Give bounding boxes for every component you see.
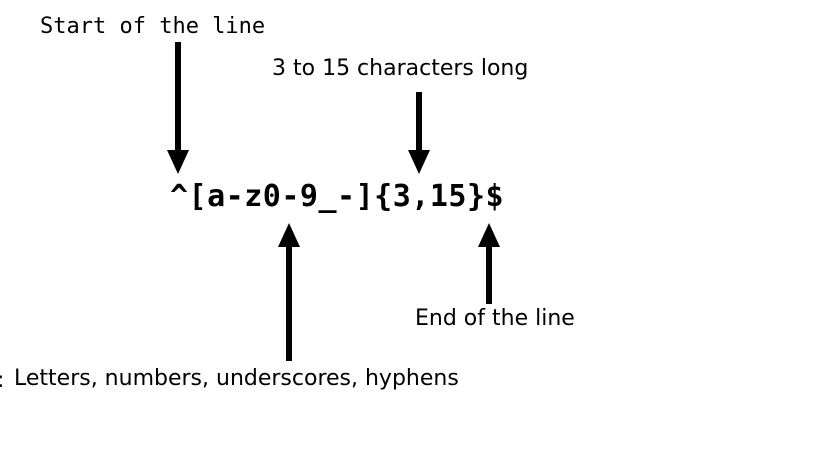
clipped-text-fragment: : [0, 368, 3, 393]
annotation-label-end-of-line: End of the line [415, 306, 575, 331]
arrow-up-end-of-line [478, 223, 500, 304]
annotation-label-start-of-line: Start of the line [40, 14, 266, 39]
regex-pattern-text: ^[a-z0-9_-]{3,15}$ [170, 179, 505, 214]
arrow-down-start-of-line [167, 42, 189, 174]
arrow-down-length-range [408, 92, 430, 174]
arrow-up-allowed-characters [278, 223, 300, 361]
annotation-label-length-range: 3 to 15 characters long [272, 56, 529, 81]
annotation-label-allowed-characters: Letters, numbers, underscores, hyphens [14, 366, 459, 391]
